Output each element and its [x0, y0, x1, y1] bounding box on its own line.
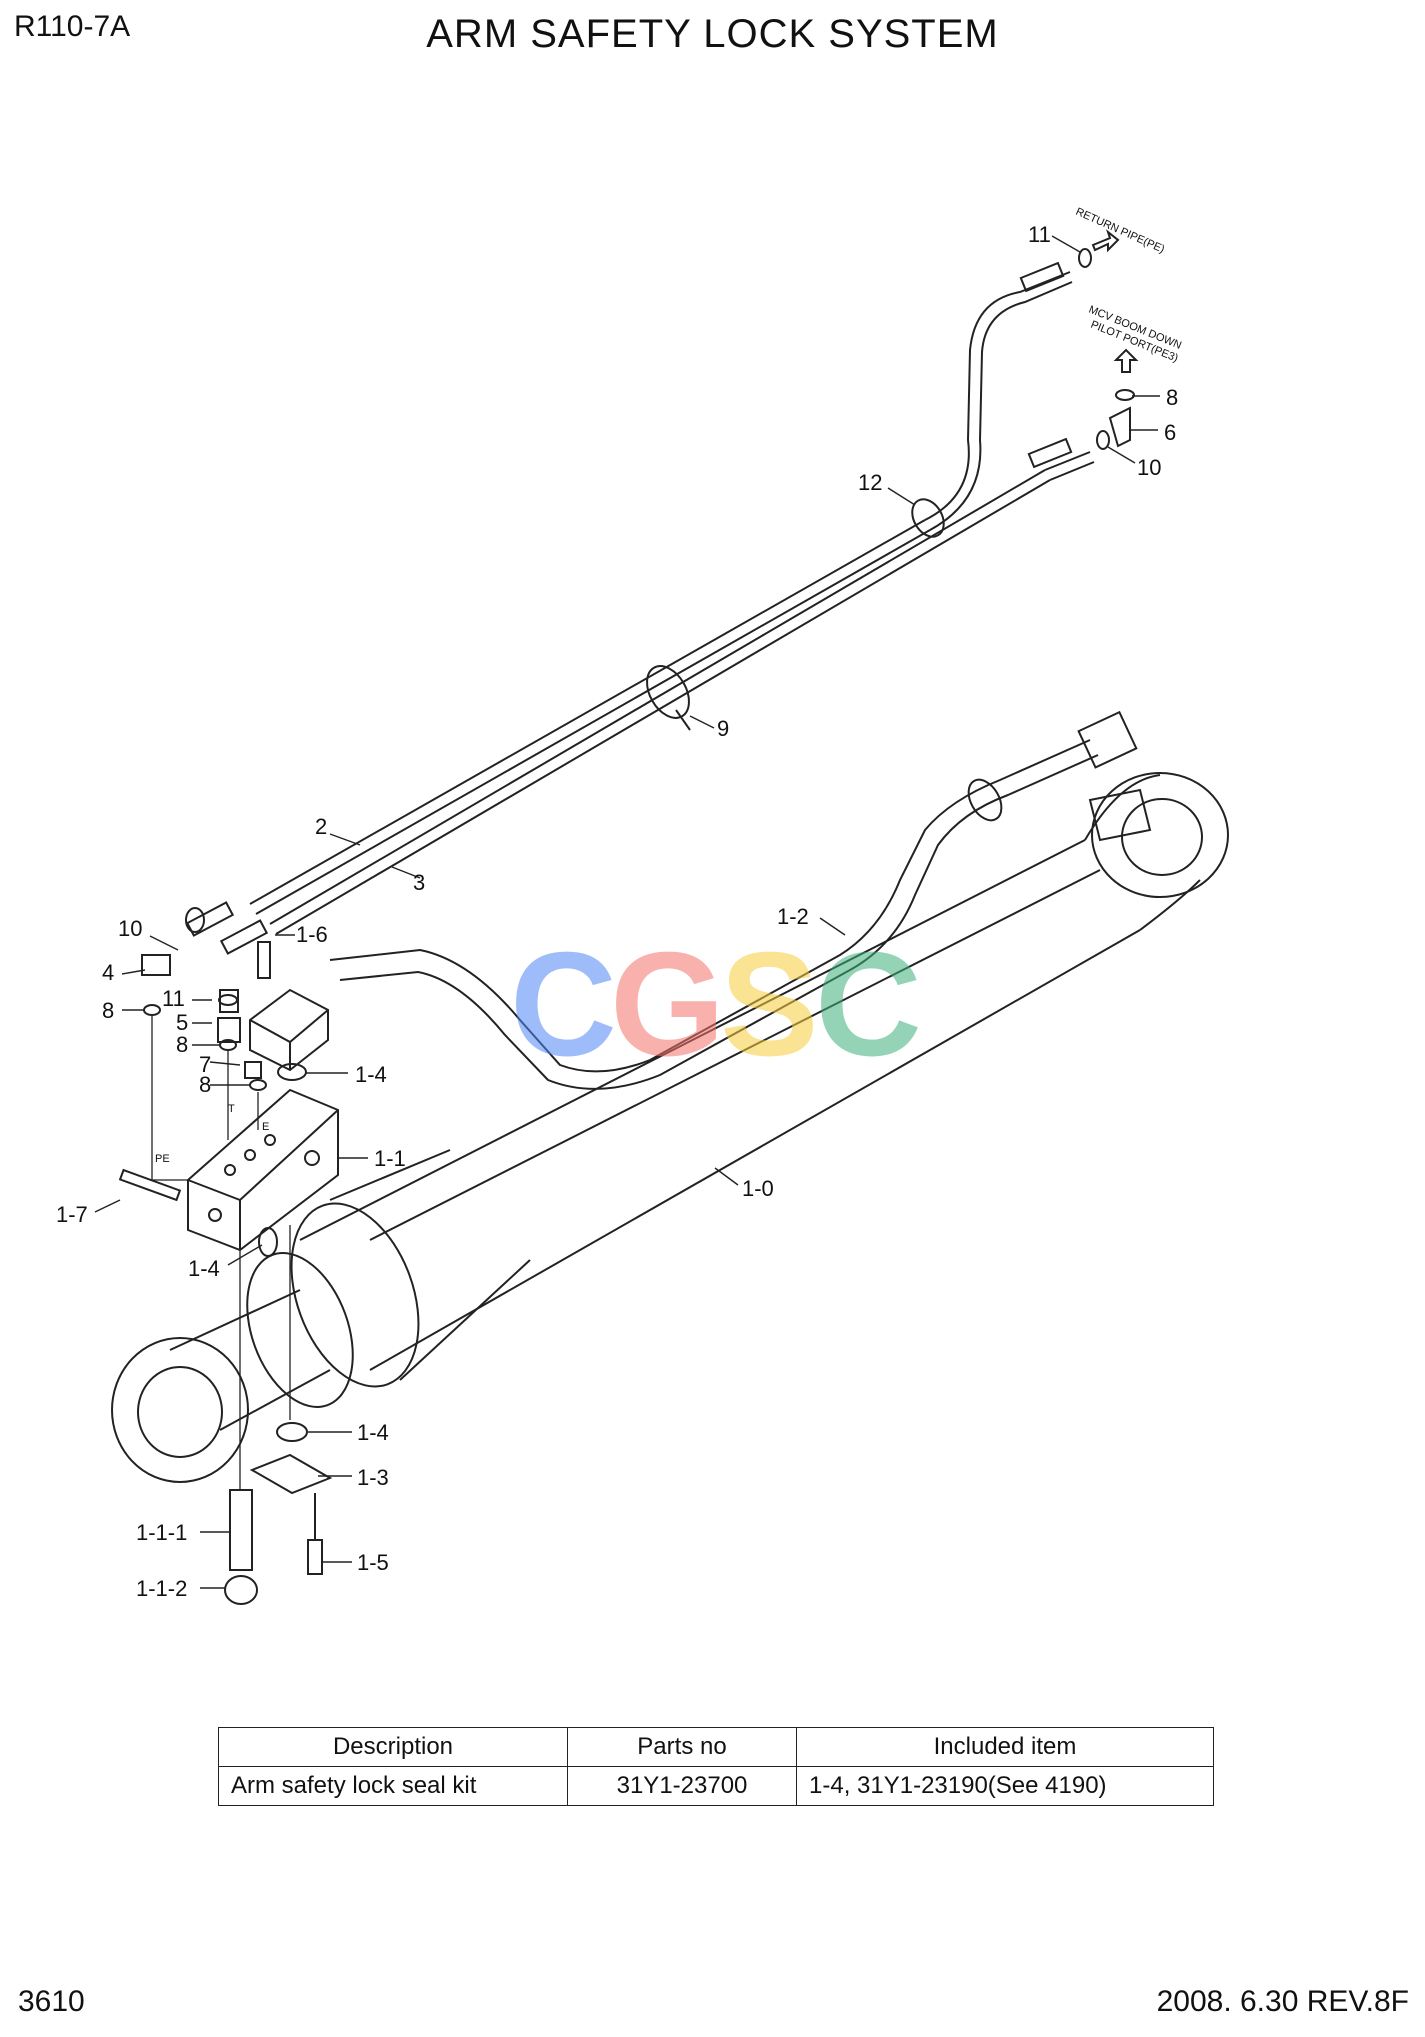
- table-cell-parts-no: 31Y1-23700: [567, 1766, 797, 1806]
- valve-block-1-1: [187, 1088, 339, 1252]
- part-label: 4: [102, 960, 114, 985]
- part-label: 1-4: [355, 1062, 387, 1087]
- part-label: 10: [118, 916, 142, 941]
- model-number: R110-7A: [14, 10, 131, 43]
- seal-kit-table: Description Parts no Included item Arm s…: [218, 1727, 1214, 1806]
- arm-cylinder-1-0: [111, 772, 1229, 1483]
- part-label: 8: [176, 1032, 188, 1057]
- page-title: ARM SAFETY LOCK SYSTEM: [426, 12, 999, 56]
- clamp-9: [646, 665, 690, 719]
- block-1-6: [249, 941, 329, 1072]
- watermark-letter: C: [815, 922, 922, 1087]
- part-label: 1-1-2: [136, 1576, 187, 1601]
- port-label-pe: PE: [155, 1153, 170, 1165]
- port-label-t: T: [228, 1103, 235, 1115]
- part-label: 1-3: [357, 1465, 389, 1490]
- part-label: 8: [102, 998, 114, 1023]
- page-number: 3610: [18, 1985, 85, 2018]
- part-label: 5: [176, 1010, 188, 1035]
- part-label: 8: [1166, 385, 1178, 410]
- cap-1-1-2: [224, 1575, 258, 1605]
- part-label: 1-2: [777, 904, 809, 929]
- watermark-letter: G: [610, 922, 725, 1087]
- tube-1-2: [329, 739, 1091, 1073]
- watermark-letter: C: [510, 922, 617, 1087]
- table-row: Arm safety lock seal kit 31Y1-23700 1-4,…: [218, 1766, 1214, 1806]
- table-header-row: Description Parts no Included item: [218, 1727, 1214, 1767]
- table-cell-included-item: 1-4, 31Y1-23190(See 4190): [796, 1766, 1214, 1806]
- part-label: 1-5: [357, 1550, 389, 1575]
- part-label: 1-6: [296, 922, 328, 947]
- pipe-2: [249, 519, 931, 915]
- return-pipe-note: RETURN PIPE(PE): [1074, 206, 1167, 256]
- part-label: 8: [199, 1072, 211, 1097]
- watermark-letter: S: [720, 922, 819, 1087]
- part-label: 12: [858, 470, 882, 495]
- return-pipe-bend: [924, 271, 1071, 521]
- port-label-e: E: [262, 1121, 269, 1133]
- part-label: 1-4: [357, 1420, 389, 1445]
- part-label: 10: [1137, 455, 1161, 480]
- cover-plate-1-3: [249, 1453, 333, 1495]
- column-header: Description: [218, 1727, 568, 1767]
- part-label: 2: [315, 814, 327, 839]
- part-label: 1-4: [188, 1256, 220, 1281]
- part-label: 1-7: [56, 1202, 88, 1227]
- pipe-3: [269, 469, 1051, 935]
- clamp-12: [911, 498, 945, 538]
- column-header: Parts no: [567, 1727, 797, 1767]
- part-label: 1-1-1: [136, 1520, 187, 1545]
- column-header: Included item: [796, 1727, 1214, 1767]
- part-label: 7: [199, 1052, 211, 1077]
- table-cell-description: Arm safety lock seal kit: [218, 1766, 568, 1806]
- cgsc-watermark: C G S C: [510, 922, 922, 1087]
- pin-1-1-1: [229, 1489, 253, 1571]
- part-label: 3: [413, 870, 425, 895]
- part-label: 9: [717, 716, 729, 741]
- part-label: 11: [1028, 222, 1051, 247]
- part-label: 6: [1164, 420, 1176, 445]
- revision-date: 2008. 6.30 REV.8F: [1156, 1985, 1409, 2018]
- part-label: 1-1: [374, 1146, 406, 1171]
- part-label: 1-0: [742, 1176, 774, 1201]
- part-label: 11: [162, 986, 185, 1011]
